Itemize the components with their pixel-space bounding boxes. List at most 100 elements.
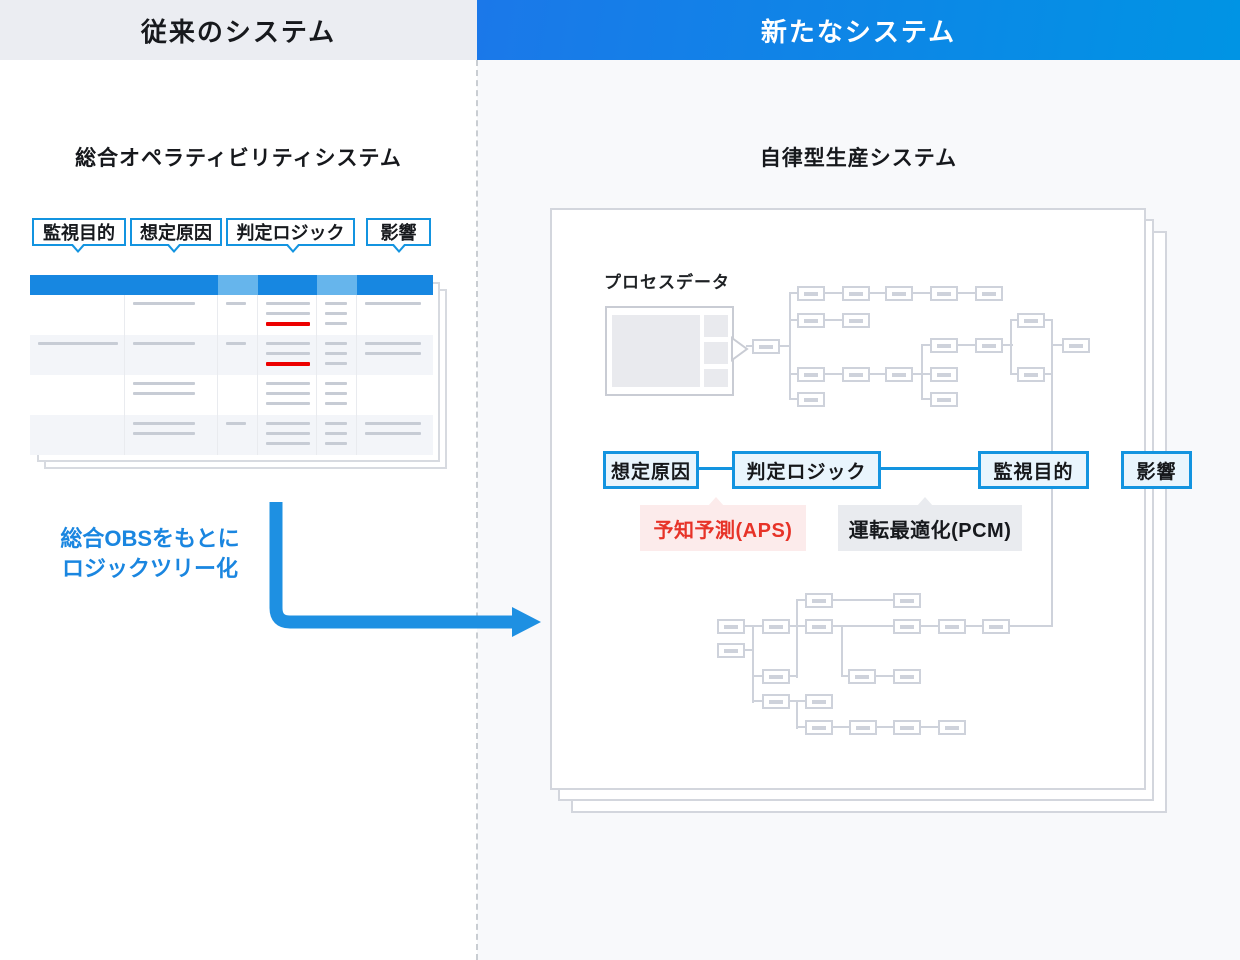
callout-judgment-logic: 判定ロジック (226, 218, 355, 253)
placeholder-bar (266, 422, 310, 425)
placeholder-bar (325, 422, 347, 425)
placeholder-bar (133, 302, 195, 305)
table-cell (357, 415, 433, 455)
tag-tip-icon (708, 497, 724, 506)
table-cell (30, 295, 125, 335)
table-cell (218, 335, 258, 375)
placeholder-bar (365, 352, 421, 355)
table-cell (218, 415, 258, 455)
placeholder-bar (325, 322, 347, 325)
placeholder-bar (325, 352, 347, 355)
table-row (30, 415, 433, 455)
flow-box-label: 判定ロジック (746, 461, 867, 483)
flow-box-impact: 影響 (1121, 451, 1192, 489)
flow-box-judgment-logic: 判定ロジック (732, 451, 881, 489)
flow-box-label: 影響 (1136, 461, 1177, 483)
panel-divider (476, 60, 478, 960)
process-data-label: プロセスデータ (604, 273, 730, 292)
placeholder-bar (133, 432, 195, 435)
placeholder-bar (226, 342, 246, 345)
placeholder-bar (266, 442, 310, 445)
placeholder-bar (325, 392, 347, 395)
arrow-caption-line1: 総合OBSをもとに (60, 526, 240, 551)
table-cell (357, 375, 433, 415)
table-cell (357, 335, 433, 375)
flow-box-label: 監視目的 (993, 461, 1074, 483)
tag-tip-icon (917, 497, 933, 506)
placeholder-bar (325, 432, 347, 435)
table-cell (125, 335, 218, 375)
placeholder-bar (38, 342, 118, 345)
alert-bar (266, 322, 310, 326)
table-cell (125, 375, 218, 415)
placeholder-bar (365, 302, 421, 305)
table-cell (258, 415, 317, 455)
tag-label: 運転最適化(PCM) (848, 519, 1012, 542)
placeholder-bar (266, 402, 310, 405)
table-cell (218, 295, 258, 335)
table-cell (317, 375, 357, 415)
callout-tail-icon (166, 243, 182, 253)
flow-connector (699, 467, 732, 470)
tag-aps: 予知予測(APS) (640, 505, 806, 551)
callout-label: 監視目的 (43, 223, 115, 243)
table-header-cell (218, 275, 258, 295)
table-cell (30, 375, 125, 415)
table-cell (30, 415, 125, 455)
placeholder-bar (325, 312, 347, 315)
placeholder-bar (226, 302, 246, 305)
table-cell (317, 415, 357, 455)
header-new-system: 新たなシステム (477, 0, 1240, 60)
table-header-cell (258, 275, 317, 295)
table-cell (258, 295, 317, 335)
table-row (30, 335, 433, 375)
process-data-thumbnail (612, 315, 700, 387)
table-row (30, 295, 433, 335)
arrow-caption: 総合OBSをもとに ロジックツリー化 (40, 524, 260, 584)
table-header-cell (357, 275, 433, 295)
callout-impact: 影響 (366, 218, 431, 253)
table-header-cell (30, 275, 125, 295)
table-cell (218, 375, 258, 415)
process-data-field (704, 369, 728, 387)
header-legacy-system: 従来のシステム (0, 0, 477, 60)
placeholder-bar (133, 422, 195, 425)
placeholder-bar (266, 312, 310, 315)
table-row (30, 375, 433, 415)
callout-label: 影響 (380, 223, 417, 243)
tag-label: 予知予測(APS) (653, 519, 793, 542)
process-data-field (704, 342, 728, 364)
placeholder-bar (266, 392, 310, 395)
placeholder-bar (266, 342, 310, 345)
placeholder-bar (226, 422, 246, 425)
placeholder-bar (325, 342, 347, 345)
placeholder-bar (325, 402, 347, 405)
table-cell (125, 415, 218, 455)
table-cell (357, 295, 433, 335)
flow-box-monitoring-purpose: 監視目的 (978, 451, 1089, 489)
placeholder-bar (325, 442, 347, 445)
transform-arrow-icon (269, 502, 541, 637)
placeholder-bar (133, 382, 195, 385)
placeholder-bar (365, 422, 421, 425)
left-panel-title: 総合オペラティビリティシステム (75, 147, 402, 170)
callout-label: 判定ロジック (236, 223, 345, 243)
flow-box-label: 想定原因 (610, 461, 691, 483)
table-header-cell (125, 275, 218, 295)
obs-table (30, 275, 433, 455)
placeholder-bar (365, 432, 421, 435)
process-data-box (605, 306, 734, 396)
placeholder-bar (266, 302, 310, 305)
callout-tail-icon (285, 243, 301, 253)
callout-label: 想定原因 (140, 223, 212, 243)
placeholder-bar (325, 302, 347, 305)
callout-assumed-cause: 想定原因 (130, 218, 222, 253)
header-legacy-label: 従来のシステム (140, 16, 337, 47)
pointer-chevron-icon (731, 336, 749, 362)
table-cell (258, 335, 317, 375)
tag-pcm: 運転最適化(PCM) (838, 505, 1022, 551)
table-cell (30, 335, 125, 375)
placeholder-bar (365, 342, 421, 345)
callout-tail-icon (70, 243, 86, 253)
